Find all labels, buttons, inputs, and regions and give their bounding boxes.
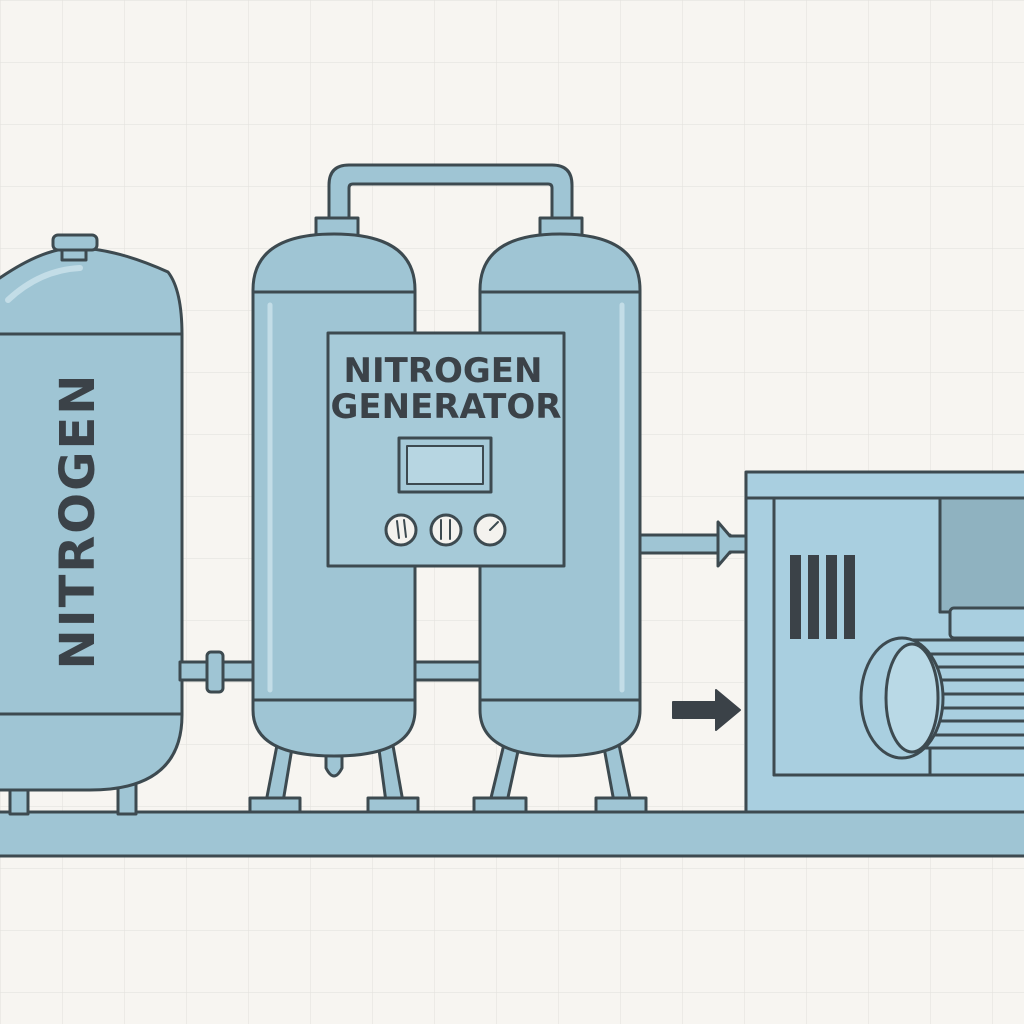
storage-tank-label: NITROGEN (50, 373, 106, 670)
tower-foot (594, 796, 648, 814)
generator-label-line2: GENERATOR (331, 387, 562, 427)
gauge-icon[interactable] (473, 513, 507, 547)
gauge-icon[interactable] (429, 513, 463, 547)
base-skid (0, 810, 1024, 858)
tower-foot (248, 796, 302, 814)
motor-end-face (884, 642, 940, 754)
vent-grille-icon (790, 555, 855, 639)
tower-foot (472, 796, 528, 814)
generator-label-line1: NITROGEN (344, 351, 543, 391)
tower-drain (324, 750, 344, 778)
arrow-right-icon (672, 689, 741, 731)
motor-icon (859, 606, 1024, 777)
air-compressor (744, 470, 1024, 814)
compressor-access-window (938, 496, 1024, 614)
tower-foot (366, 796, 420, 814)
control-display-screen (406, 445, 484, 485)
motor-top-box (948, 606, 1024, 640)
motor-mount (928, 743, 1024, 777)
gauge-icon[interactable] (384, 513, 418, 547)
storage-tank-highlight (5, 265, 83, 303)
storage-tank-valve-cap (51, 233, 99, 252)
pipe-valve (205, 650, 225, 694)
storage-tank (0, 233, 184, 816)
